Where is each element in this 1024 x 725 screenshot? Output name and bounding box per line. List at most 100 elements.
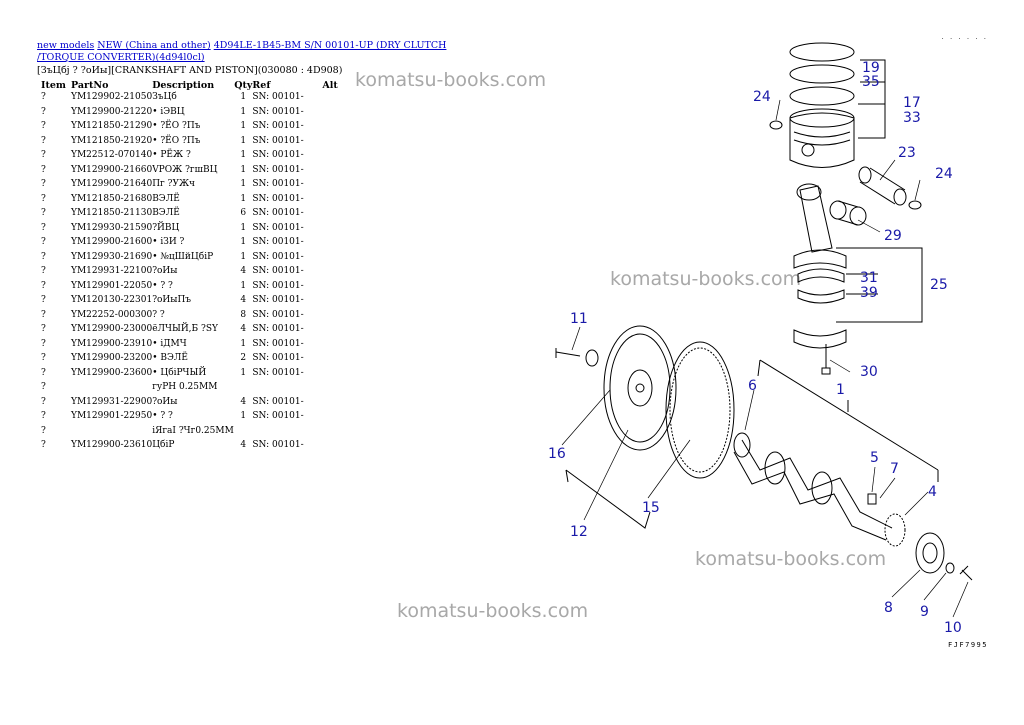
cell-qty: 1 (240, 251, 247, 262)
cell-alt (322, 150, 342, 165)
cell-alt (322, 252, 342, 267)
callout-24-right: 24 (935, 166, 953, 182)
callout-1: 1 (836, 382, 845, 398)
cell-partno: YM129900-21660 (71, 164, 153, 175)
cell-item: ? (41, 382, 46, 392)
cell-alt (322, 194, 342, 209)
callout-23: 23 (898, 145, 916, 161)
cell-item: ? (41, 338, 46, 349)
cell-alt (322, 136, 342, 151)
cell-alt (322, 324, 342, 339)
cell-partno: YM129930-21690 (71, 251, 153, 262)
cell-partno: YM22512-070140 (71, 150, 153, 160)
cell-item: ? (41, 121, 46, 131)
callout-9: 9 (920, 604, 929, 620)
cell-partno: YM129931-22900 (71, 396, 153, 407)
cell-description: VРОЖ ?гшВЦ (152, 164, 218, 175)
piston (789, 112, 855, 168)
cell-description: • №цШйЦбіР (152, 251, 214, 262)
cell-alt (322, 179, 342, 194)
callout-4: 4 (928, 484, 937, 500)
cell-ref (252, 426, 322, 441)
breadcrumb: new models NEW (China and other) 4D94LE-… (37, 40, 477, 64)
pulley-washer (945, 562, 955, 574)
corner-dots: . . . . . . (941, 33, 988, 41)
crank-pulley (915, 532, 945, 574)
cell-qty: 1 (240, 179, 247, 189)
cell-alt (322, 223, 342, 238)
cell-item: ? (41, 440, 46, 450)
parts-table: Item PartNo Description Qty Ref Alt ?YM1… (37, 78, 342, 455)
cell-qty: 1 (240, 280, 247, 291)
cell-description: ?оИыПъ (152, 295, 192, 305)
cell-description: • іДМЧ (152, 338, 187, 349)
cell-alt (322, 353, 342, 368)
cell-item: ? (41, 295, 46, 305)
cell-item: ? (41, 92, 46, 102)
flywheel (603, 325, 677, 451)
cell-description: гуРН 0.25MM (152, 382, 218, 392)
cell-partno: YM129900-23610 (71, 440, 153, 450)
breadcrumb-link-china[interactable]: NEW (China and other) (97, 40, 211, 51)
parts-diagram: 19 35 17 33 24 23 24 29 31 39 25 30 11 1… (548, 42, 973, 636)
table-row: ?іЯгаІ ?Чг0.25MM (37, 426, 342, 441)
cell-qty: 1 (240, 193, 247, 204)
cell-alt (322, 411, 342, 426)
cell-ref: SN: 00101- (252, 411, 304, 421)
cell-partno: YM121850-21680 (71, 193, 153, 204)
cell-item: ? (41, 179, 46, 189)
cell-item: ? (41, 222, 46, 233)
breadcrumb-link-model[interactable]: 4D94LE-1B45-BM S/N 00101-UP (DRY CLUTCH … (37, 40, 447, 63)
cell-partno: YM129900-23600 (71, 367, 153, 378)
cell-partno: YM129900-23200 (71, 353, 153, 363)
cell-ref: SN: 00101- (252, 440, 304, 450)
table-header-row: Item PartNo Description Qty Ref Alt (37, 78, 342, 92)
cell-item: ? (41, 106, 46, 117)
cell-ref: SN: 00101- (252, 324, 304, 334)
cell-item: ? (41, 237, 46, 247)
cell-alt (322, 368, 342, 383)
cell-ref (252, 382, 322, 397)
cell-partno: YM129901-22950 (71, 411, 153, 421)
cell-qty (234, 382, 252, 397)
snap-ring-left (769, 120, 783, 130)
cell-qty (234, 426, 252, 441)
cell-qty: 6 (240, 208, 247, 218)
cell-description: ёЛЧЫЙ,Б ?SY (152, 324, 218, 334)
cell-partno: YM121850-21130 (71, 208, 153, 218)
cell-partno: YM129902-21050 (71, 92, 153, 102)
callout-17: 17 (903, 95, 921, 111)
cell-ref: SN: 00101- (252, 92, 304, 102)
cell-alt (322, 295, 342, 310)
cell-description: ЦбіР (152, 440, 175, 450)
cell-item: ? (41, 396, 46, 407)
cell-qty: 4 (240, 266, 247, 276)
cell-ref: SN: 00101- (252, 309, 304, 320)
cell-description: • ЦбіРЧЫЙ (152, 367, 207, 378)
cell-item: ? (41, 208, 46, 218)
pulley-bolt (959, 565, 973, 581)
crank-gear (884, 513, 906, 547)
watermark: komatsu-books.com (695, 548, 887, 570)
callout-6: 6 (748, 378, 757, 394)
cell-item: ? (41, 193, 46, 204)
cell-item: ? (41, 150, 46, 160)
cell-partno: YM129900-23910 (71, 338, 153, 349)
cell-partno: YM129930-21590 (71, 222, 153, 233)
breadcrumb-link-new-models[interactable]: new models (37, 40, 95, 51)
header-item: Item (41, 79, 66, 91)
bearing-upper (797, 268, 845, 283)
cell-qty: 1 (240, 106, 247, 117)
cell-qty: 4 (240, 324, 247, 334)
